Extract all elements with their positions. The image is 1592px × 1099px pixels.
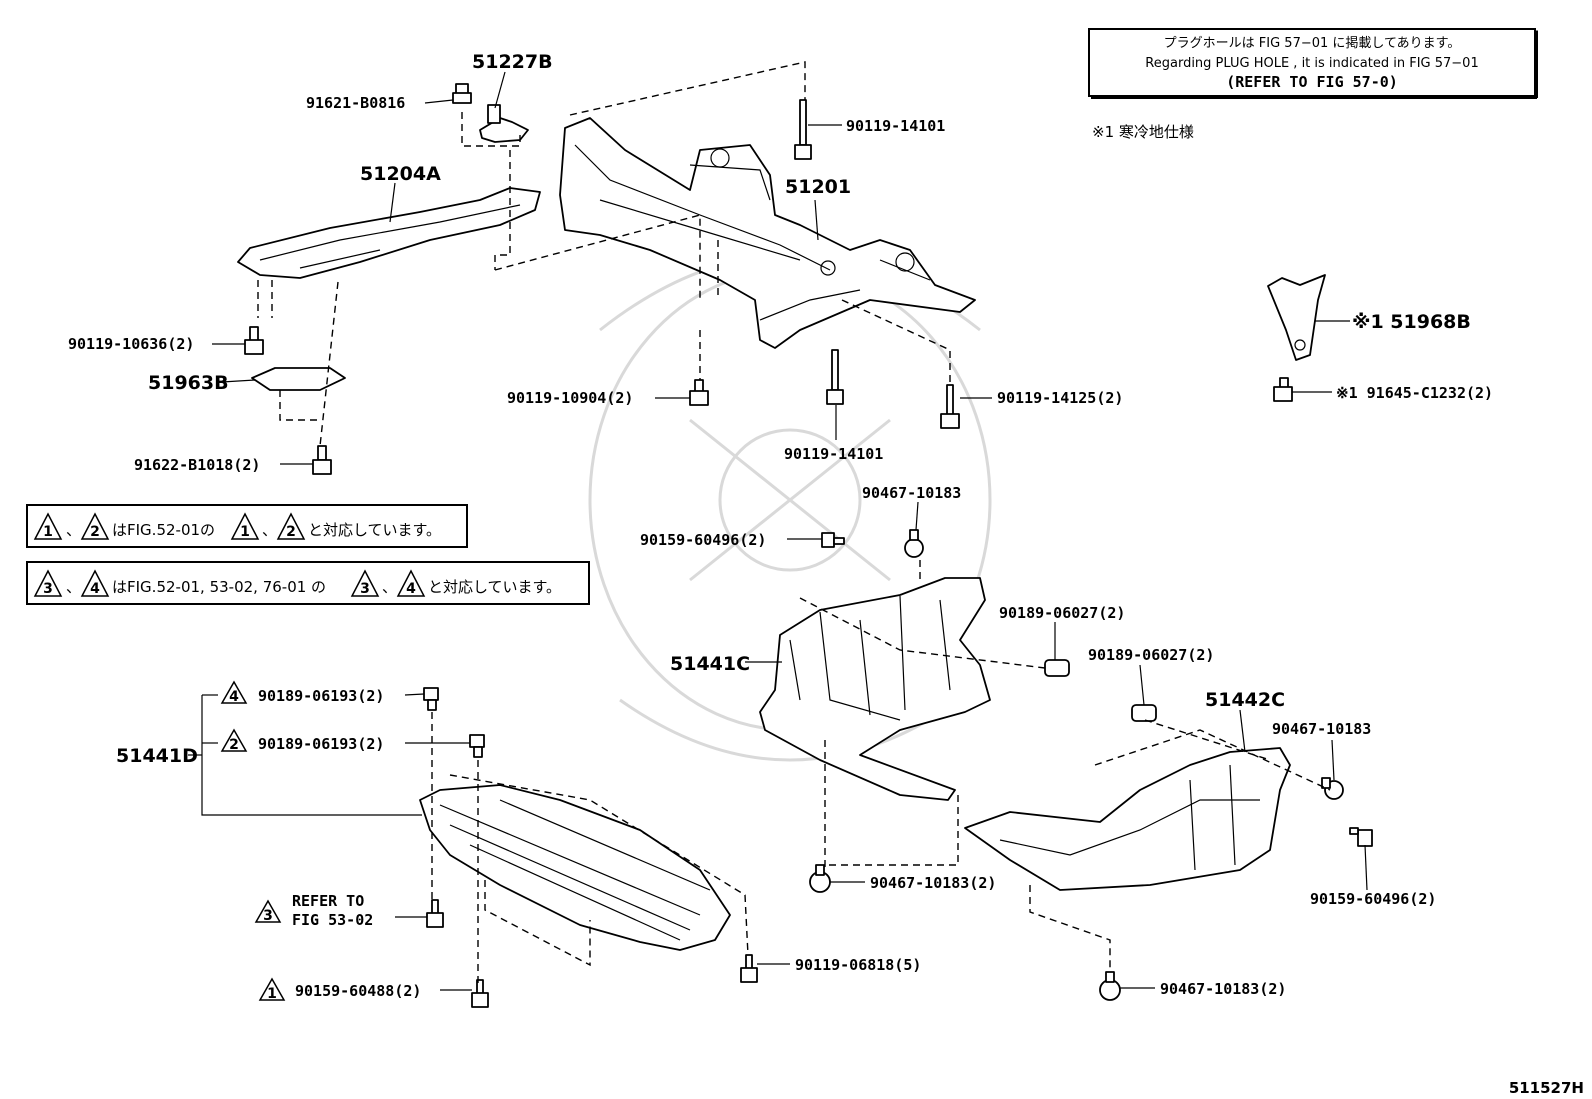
bolt-icon [826, 349, 844, 405]
triangle-marker-1: 1 [258, 977, 286, 1002]
notice-line-3: (REFER TO FIG 57-0) [1226, 73, 1398, 91]
grommet-icon [1044, 659, 1070, 677]
label-90119-10904: 90119-10904(2) [507, 389, 633, 407]
clip-icon [1099, 971, 1121, 1001]
svg-text:4: 4 [406, 581, 416, 597]
svg-text:と対応しています。: と対応しています。 [428, 578, 561, 596]
label-51441D: 51441D [116, 745, 198, 767]
triangle-markers: 4 2 3 1 [220, 680, 286, 1002]
clip-icon [423, 687, 439, 711]
label-90119-14101-top: 90119-14101 [846, 117, 945, 135]
label-91622-B1018: 91622-B1018(2) [134, 456, 260, 474]
label-90467-10183-c: 90467-10183(2) [870, 874, 996, 892]
label-51201: 51201 [785, 176, 851, 198]
label-90119-14101-bottom: 90119-14101 [784, 445, 883, 463]
svg-text:2: 2 [286, 524, 296, 540]
bolt-icon [940, 384, 960, 429]
bolt-icon [821, 532, 845, 548]
label-90159-60488: 90159-60488(2) [295, 982, 421, 1000]
label-90119-06818: 90119-06818(5) [795, 956, 921, 974]
cover-51441D [419, 784, 731, 951]
label-51227B: 51227B [472, 51, 553, 73]
label-90189-06193-b: 90189-06193(2) [258, 735, 384, 753]
label-90467-10183-d: 90467-10183(2) [1160, 980, 1286, 998]
label-51963B: 51963B [148, 372, 229, 394]
bracket-51968B [1267, 274, 1326, 361]
fasteners [244, 83, 1373, 1008]
notice-line-1: プラグホールは FIG 57−01 に掲載してあります。 [1164, 35, 1461, 51]
clip-icon [1321, 777, 1344, 800]
svg-text:、: 、 [262, 521, 277, 539]
clip-icon [469, 734, 485, 758]
grommet-icon [1131, 704, 1157, 722]
bolt-icon [452, 83, 472, 104]
label-90189-06027-b: 90189-06027(2) [1088, 646, 1214, 664]
bolt-icon [1273, 377, 1293, 402]
plug-hole-notice: プラグホールは FIG 57−01 に掲載してあります。 Regarding P… [1088, 28, 1538, 99]
bolt-icon [740, 954, 758, 983]
label-90189-06027-a: 90189-06027(2) [999, 604, 1125, 622]
svg-text:4: 4 [229, 689, 239, 705]
bolt-icon [794, 99, 812, 160]
label-90159-60496-b: 90159-60496(2) [1310, 890, 1436, 908]
svg-text:1: 1 [267, 986, 277, 1002]
svg-text:はFIG.52-01, 53-02, 76-01 の: はFIG.52-01, 53-02, 76-01 の [112, 578, 326, 596]
refer-to-line-1: REFER TO [292, 892, 364, 910]
crossmember-51201 [559, 117, 976, 349]
svg-text:1: 1 [240, 524, 250, 540]
svg-text:3: 3 [263, 908, 273, 924]
label-90119-14125: 90119-14125(2) [997, 389, 1123, 407]
label-51441C: 51441C [670, 653, 750, 675]
svg-text:3: 3 [43, 581, 53, 597]
figure-id: 511527H [1509, 1079, 1584, 1097]
bolt-icon [244, 326, 264, 355]
label-51968B: ※1 51968B [1352, 311, 1471, 333]
bracket-51227B [479, 104, 529, 143]
label-51442C: 51442C [1205, 689, 1285, 711]
label-90159-60496-a: 90159-60496(2) [640, 531, 766, 549]
label-90189-06193-a: 90189-06193(2) [258, 687, 384, 705]
bolt-icon [426, 899, 444, 928]
cold-spec-note: ※1 寒冷地仕様 [1092, 123, 1194, 141]
svg-text:はFIG.52-01の: はFIG.52-01の [112, 521, 215, 539]
svg-text:、: 、 [66, 521, 81, 539]
clip-icon [904, 529, 924, 558]
label-51204A: 51204A [360, 163, 441, 185]
leader-lines [188, 71, 1368, 991]
label-90467-10183-b: 90467-10183 [1272, 720, 1371, 738]
svg-text:3: 3 [360, 581, 370, 597]
triangle-marker-4: 4 [220, 680, 248, 705]
svg-text:1: 1 [43, 524, 53, 540]
bolt-icon [1349, 827, 1373, 847]
legend-box-2: 3 、 4 はFIG.52-01, 53-02, 76-01 の 3 、 4 と… [26, 561, 590, 605]
triangle-marker-2: 2 [220, 728, 248, 753]
refer-to-line-2: FIG 53-02 [292, 911, 373, 929]
notice-line-2: Regarding PLUG HOLE , it is indicated in… [1145, 56, 1478, 71]
svg-text:、: 、 [66, 578, 81, 596]
bolt-icon [312, 445, 332, 475]
clip-icon [809, 864, 831, 893]
legend-box-1: 1 、 2 はFIG.52-01の 1 、 2 と対応しています。 [26, 504, 468, 548]
label-90119-10636: 90119-10636(2) [68, 335, 194, 353]
label-90467-10183-a: 90467-10183 [862, 484, 961, 502]
plate-51204A [237, 187, 541, 279]
triangle-marker-3: 3 [254, 899, 282, 924]
label-91645-C1232: ※1 91645-C1232(2) [1336, 384, 1493, 402]
plate-51963B [251, 367, 346, 391]
cover-51442C [964, 747, 1291, 891]
bolt-icon [689, 379, 709, 406]
label-91621-B0816: 91621-B0816 [306, 94, 405, 112]
svg-text:4: 4 [90, 581, 100, 597]
assembly-dashed-lines [257, 61, 1331, 985]
part-labels: 51227B 91621-B0816 51204A 90119-14101 51… [68, 51, 1493, 1000]
svg-text:2: 2 [90, 524, 100, 540]
svg-text:と対応しています。: と対応しています。 [308, 521, 441, 539]
svg-text:、: 、 [382, 578, 397, 596]
cover-51441C [759, 577, 991, 801]
bolt-icon [471, 979, 489, 1008]
svg-text:2: 2 [229, 737, 239, 753]
